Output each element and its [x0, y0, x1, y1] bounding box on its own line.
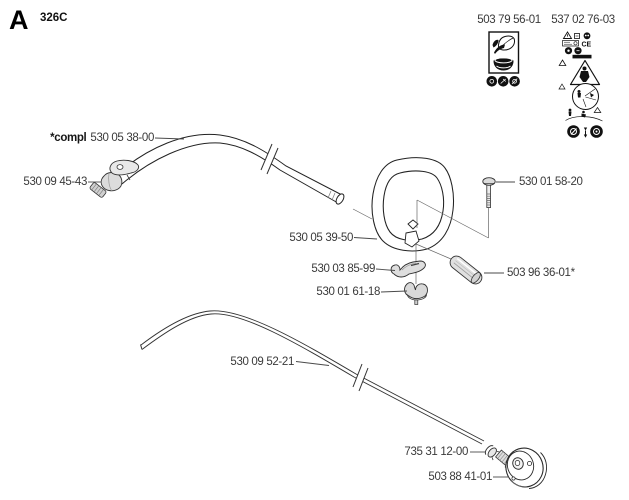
- part-number: 530 05 38-00: [90, 132, 154, 144]
- part-label-retainer-clip: 735 31 12-00: [404, 446, 468, 458]
- part-label-handle-clamp: 530 03 85-99: [311, 263, 375, 275]
- eco-decal: [486, 31, 520, 87]
- shaft-end-fitting-part: [89, 159, 140, 198]
- part-label-loop-handle: 530 05 39-50: [289, 232, 353, 244]
- handle-clamp-part: [390, 260, 426, 278]
- part-label-flexible-drive-shaft: 530 09 52-21: [230, 356, 294, 368]
- leader-lines: [88, 137, 515, 478]
- part-label-drive-cup: 503 88 41-01: [428, 471, 492, 483]
- warning-decal: CE: [558, 31, 603, 138]
- spacer-sleeve-part: [449, 255, 483, 285]
- wing-nut-part: [404, 282, 428, 305]
- part-label-warning-decal: 537 02 76-03: [551, 14, 615, 26]
- part-label-shaft-end-fitting: 530 09 45-43: [23, 176, 87, 188]
- part-label-wing-nut: 530 01 61-18: [316, 286, 380, 298]
- drive-shaft-tube: [115, 133, 345, 205]
- loop-handle-part: [371, 157, 455, 252]
- eco-decal-cert-icons: [486, 76, 520, 87]
- model-number: 326C: [40, 12, 68, 24]
- flexible-drive-shaft-part: [140, 310, 485, 445]
- part-label-handle-bolt: 530 01 58-20: [519, 176, 583, 188]
- part-label-eco-decal: 503 79 56-01: [477, 14, 541, 26]
- drive-cup-part: [505, 447, 547, 489]
- section-letter: A: [9, 5, 29, 35]
- handle-bolt-part: [482, 177, 496, 208]
- compl-prefix: *compl: [50, 132, 87, 144]
- ce-mark: CE: [582, 42, 592, 49]
- assembly-axis-lines: [415, 199, 489, 284]
- shaft-handle-axis-line: [352, 208, 373, 220]
- part-label-spacer-sleeve: 503 96 36-01*: [507, 267, 575, 279]
